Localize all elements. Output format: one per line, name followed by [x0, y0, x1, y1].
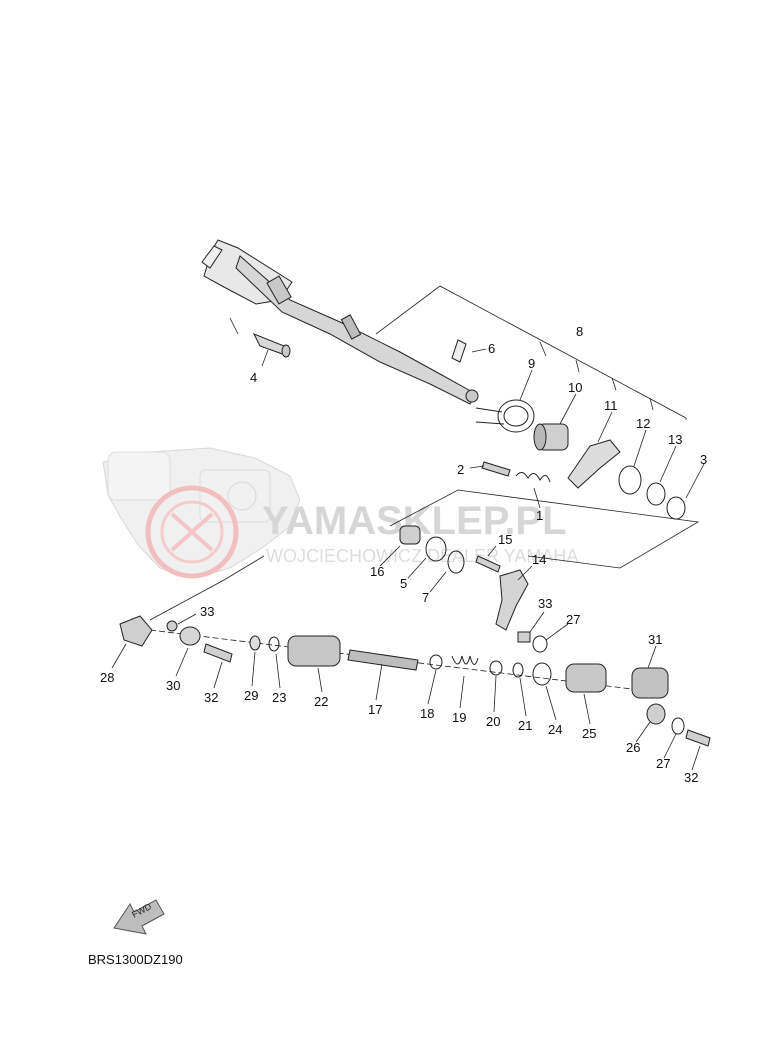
part-7-washer [447, 550, 465, 574]
part-27-circlip-lower [671, 717, 685, 735]
callout-1: 1 [536, 508, 543, 523]
callout-33-left: 33 [200, 604, 214, 619]
watermark: YAMASKLEP.PL WOJCIECHOWICZ DEALER YAMAHA [102, 447, 578, 579]
callout-19: 19 [452, 710, 466, 725]
callout-30: 30 [166, 678, 180, 693]
callout-21: 21 [518, 718, 532, 733]
part-23-ring [268, 636, 280, 652]
callout-8: 8 [576, 324, 583, 339]
callout-12: 12 [636, 416, 650, 431]
callout-14: 14 [532, 552, 546, 567]
part-30-joint [179, 626, 201, 646]
callout-25: 25 [582, 726, 596, 741]
drawing-code: BRS1300DZ190 [88, 952, 183, 967]
callout-32-left: 32 [204, 690, 218, 705]
callout-15: 15 [498, 532, 512, 547]
part-17-threaded-rod [347, 649, 419, 671]
part-12-ring [618, 465, 642, 495]
part-33-nut-lower [166, 620, 178, 632]
part-28-rod-end [119, 615, 153, 647]
leader-lines [111, 348, 705, 771]
part-31-cover [631, 667, 669, 699]
callout-10: 10 [568, 380, 582, 395]
callout-9: 9 [528, 356, 535, 371]
callout-11: 11 [604, 398, 618, 413]
callout-27-upper: 27 [566, 612, 580, 627]
part-13-circlip [646, 482, 666, 506]
part-24-o-ring [532, 662, 552, 686]
callout-16: 16 [370, 564, 384, 579]
callout-29: 29 [244, 688, 258, 703]
part-32-bolt-right [685, 729, 711, 747]
part-32-bolt-left [203, 643, 233, 663]
watermark-logo [145, 485, 239, 579]
callouts: 1 2 3 4 5 6 7 8 9 10 11 12 13 14 15 16 1… [100, 324, 707, 785]
callout-22: 22 [314, 694, 328, 709]
part-33-nut-upper [517, 631, 531, 643]
part-11-lever [567, 439, 621, 489]
part-29-washer [249, 635, 261, 651]
part-27-circlip-upper [532, 635, 548, 653]
callout-33-right: 33 [538, 596, 552, 611]
shift-shaft-assembly [201, 239, 479, 405]
part-5-seal [425, 536, 447, 562]
group-8-bracket [375, 285, 687, 420]
part-6-clip [451, 339, 467, 363]
part-9-spring [475, 399, 535, 433]
callout-4: 4 [250, 370, 257, 385]
callout-6: 6 [488, 341, 495, 356]
part-26-bushing [646, 703, 666, 725]
callout-27-lower: 27 [656, 756, 670, 771]
part-2-bolt [481, 461, 511, 477]
watermark-subtitle: WOJCIECHOWICZ DEALER YAMAHA [266, 546, 578, 566]
callout-32-right: 32 [684, 770, 698, 785]
fwd-arrow: FWD [113, 899, 165, 935]
part-19-spring [451, 655, 479, 665]
part-16-bearing [399, 525, 421, 545]
callout-13: 13 [668, 432, 682, 447]
part-25-sleeve [565, 663, 607, 693]
callout-31: 31 [648, 632, 662, 647]
part-15-bolt [475, 555, 501, 573]
callout-26: 26 [626, 740, 640, 755]
part-22-housing [287, 635, 341, 667]
callout-3: 3 [700, 452, 707, 467]
part-20-washer [489, 660, 503, 676]
group-lower-bracket [149, 317, 700, 621]
callout-23: 23 [272, 690, 286, 705]
part-10-collar [533, 423, 569, 451]
callout-2: 2 [457, 462, 464, 477]
part-18-washer [429, 654, 443, 670]
callout-24: 24 [548, 722, 562, 737]
callout-7: 7 [422, 590, 429, 605]
part-21-ring [512, 662, 524, 678]
part-4-pin [252, 333, 291, 358]
part-3-circlip [666, 496, 686, 520]
callout-5: 5 [400, 576, 407, 591]
part-1-spring [515, 472, 551, 483]
callout-20: 20 [486, 714, 500, 729]
callout-17: 17 [368, 702, 382, 717]
part-14-arm [495, 569, 529, 631]
callout-18: 18 [420, 706, 434, 721]
callout-28: 28 [100, 670, 114, 685]
